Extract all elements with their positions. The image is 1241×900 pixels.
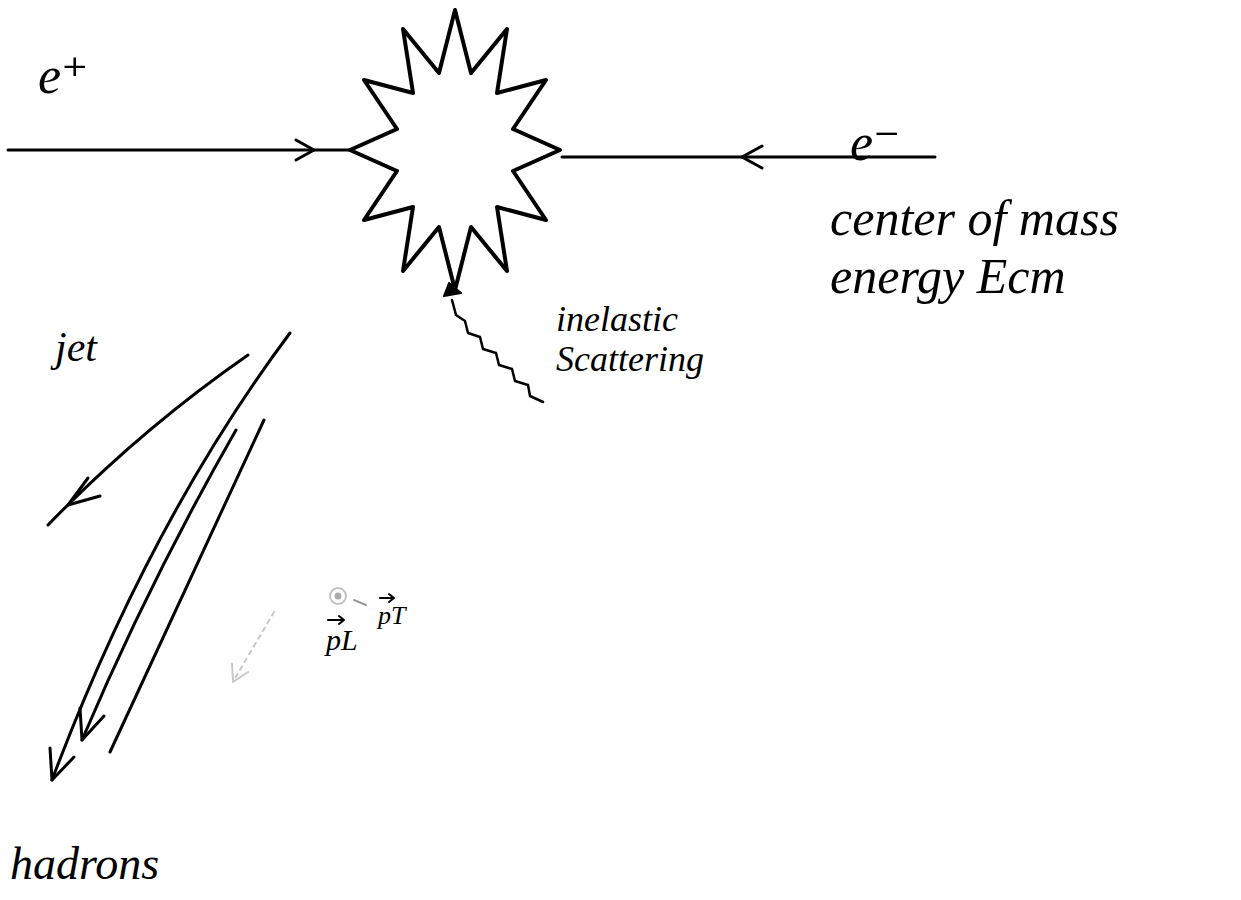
vector-arrow — [380, 594, 394, 602]
particle-label: e⁻ — [850, 112, 901, 174]
hadrons-label: hadrons — [10, 836, 159, 891]
jet-track — [110, 420, 264, 752]
vector-arrow — [328, 616, 344, 624]
jet-track — [82, 430, 236, 740]
track-arrowhead — [68, 478, 100, 505]
collision-burst — [350, 10, 560, 290]
energy-note: center of mass energy Ecm — [830, 190, 1230, 305]
momentum-label: pL — [326, 622, 358, 658]
beam-arrowhead — [742, 146, 762, 168]
transverse-pointer — [354, 600, 366, 605]
track-arrowhead — [50, 748, 74, 780]
momentum-label: pT — [378, 600, 405, 631]
beam-arrowhead — [296, 140, 314, 160]
momentum-arrowhead — [232, 664, 248, 682]
process-label: inelastic Scattering — [556, 300, 756, 379]
jet-track — [52, 333, 290, 780]
wavy-pointer — [452, 300, 543, 402]
pointer-arrowhead — [444, 283, 461, 296]
positron-beam — [8, 149, 352, 152]
jet-label: jet — [55, 322, 97, 372]
out-of-page-symbol — [330, 588, 346, 604]
track-arrowhead — [80, 708, 104, 740]
out-of-page-dot — [336, 594, 340, 598]
particle-label: e⁺ — [38, 45, 89, 107]
momentum-arrow — [234, 612, 274, 680]
